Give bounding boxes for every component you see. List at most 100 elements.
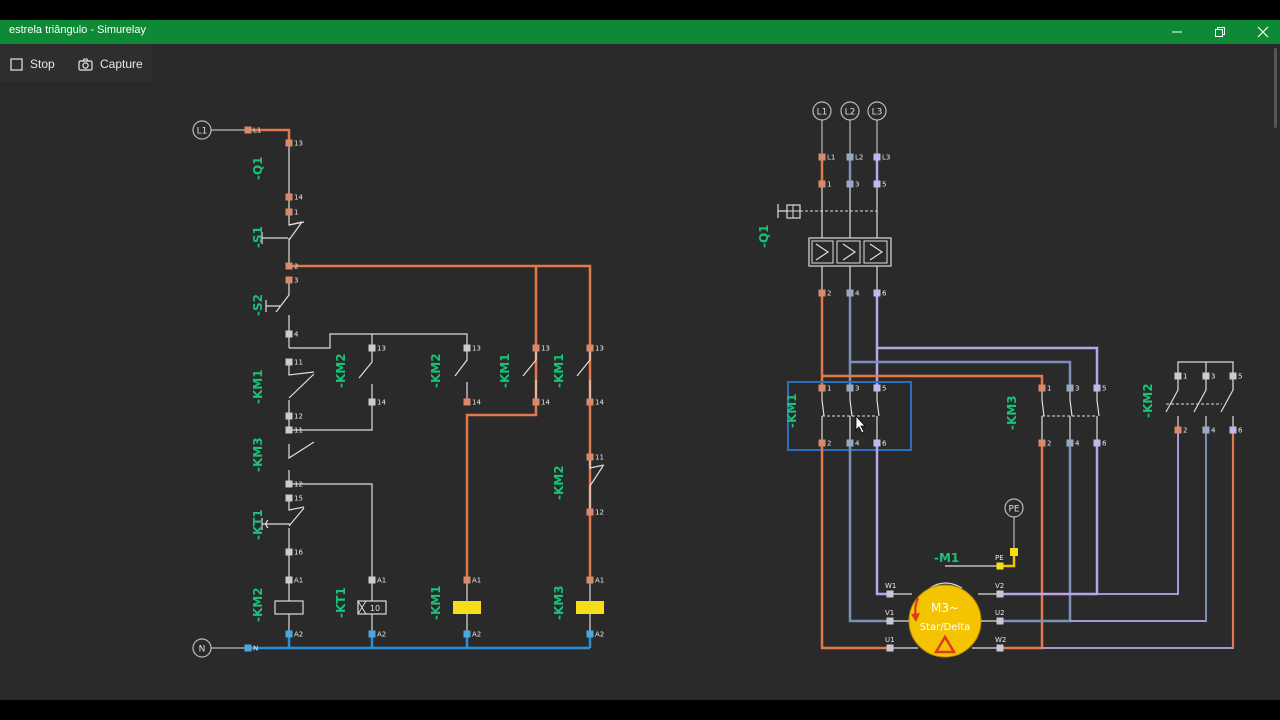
terminal-label: 14: [541, 399, 550, 407]
terminal-label: 12: [294, 481, 303, 489]
close-icon: [1257, 26, 1269, 38]
terminal-marker: [244, 644, 252, 652]
terminal-marker: [285, 412, 293, 420]
terminal-marker: [285, 330, 293, 338]
delta-icon: [933, 634, 957, 654]
terminal-label: L3: [882, 154, 890, 162]
terminal-label: 13: [294, 140, 303, 148]
close-button[interactable]: [1243, 20, 1280, 44]
terminal-marker: [873, 153, 881, 161]
terminal-marker: [846, 384, 854, 392]
terminal-label: 14: [377, 399, 386, 407]
terminal-label: 1: [827, 385, 831, 393]
km3-coil-energized: [576, 601, 604, 614]
mouse-cursor-icon: [855, 414, 866, 434]
terminal-label: 5: [1102, 385, 1106, 393]
tag-motor: -M1: [934, 551, 959, 565]
terminal-label: 5: [1238, 373, 1242, 381]
camera-icon: [78, 57, 93, 71]
terminal-label: 6: [882, 290, 887, 298]
terminal-marker: [285, 426, 293, 434]
phase-l3-label: L3: [872, 108, 883, 118]
s2-contact: [275, 280, 290, 334]
terminal-label: 1: [294, 209, 298, 217]
terminal-marker: [1229, 426, 1237, 434]
terminal-marker: [285, 193, 293, 201]
terminal-marker: [846, 180, 854, 188]
control-circuit: L1: [192, 120, 604, 658]
tag-km1-a: -KM1: [251, 369, 265, 404]
square-icon: [10, 57, 23, 71]
terminal-marker: [586, 576, 594, 584]
terminal-label: 1: [1183, 373, 1187, 381]
window-title: estrela triângulo - Simurelay: [9, 24, 146, 36]
terminal-label: 15: [294, 495, 303, 503]
terminal-label: 6: [882, 440, 887, 448]
s1-contact: [288, 212, 303, 266]
terminal-label: 2: [827, 440, 831, 448]
tag-power-km2: -KM2: [1141, 383, 1155, 418]
terminal-label: L1: [827, 154, 835, 162]
terminal-label: 11: [294, 427, 303, 435]
motor-terminal-label: U2: [995, 609, 1005, 617]
terminal-marker: [285, 276, 293, 284]
tag-power-q1: -Q1: [757, 224, 771, 248]
motor-line1: M3~: [931, 601, 959, 615]
terminal-label: 3: [1075, 385, 1079, 393]
motor-m1[interactable]: [908, 584, 982, 658]
terminal-label: 4: [855, 290, 860, 298]
terminal-marker: [846, 153, 854, 161]
terminal-marker: [285, 494, 293, 502]
motor-terminal: [996, 617, 1004, 625]
terminal-label: 3: [855, 385, 859, 393]
bottom-band: [0, 700, 1280, 720]
kt1-timer-value: 10: [370, 604, 380, 613]
terminal-marker: [1038, 384, 1046, 392]
terminal-label: 14: [595, 399, 604, 407]
terminal-marker: [1174, 426, 1182, 434]
terminal-label: 4: [1211, 427, 1216, 435]
phase-l2-label: L2: [845, 108, 856, 118]
stop-button[interactable]: Stop: [10, 54, 55, 74]
terminal-label: 12: [595, 509, 604, 517]
terminal-marker: [463, 398, 471, 406]
terminal-marker: [463, 344, 471, 352]
terminal-label: 4: [1075, 440, 1080, 448]
supply-n-label: N: [199, 645, 206, 655]
circuit-canvas[interactable]: L1: [0, 44, 1280, 700]
terminal-marker: [285, 139, 293, 147]
tag-km3-a: -KM3: [251, 437, 265, 472]
terminal-marker: [1202, 372, 1210, 380]
terminal-marker: [1174, 372, 1182, 380]
terminal-label: 16: [294, 549, 303, 557]
terminal-marker: [586, 508, 594, 516]
tag-power-km1: -KM1: [785, 393, 799, 428]
terminal-label: L1: [253, 127, 261, 135]
terminal-label: 13: [472, 345, 481, 353]
control-bus-energized: [289, 264, 592, 580]
capture-button[interactable]: Capture: [78, 54, 143, 74]
tag-s1: -S1: [251, 226, 265, 248]
restore-button[interactable]: [1200, 20, 1240, 44]
terminal-label: 12: [294, 413, 303, 421]
phase-l1-label: L1: [817, 108, 828, 118]
terminal-label: 14: [294, 194, 303, 202]
scrollbar[interactable]: [1274, 48, 1277, 128]
terminal-label: A1: [294, 577, 303, 585]
tag-km1-c: -KM1: [552, 353, 566, 388]
terminal-label: 13: [377, 345, 386, 353]
terminal-marker: [368, 576, 376, 584]
terminal-marker: [1066, 439, 1074, 447]
l1-energized-wire: [248, 128, 291, 143]
tag-s2: -S2: [251, 294, 265, 316]
terminal-marker: [244, 126, 252, 134]
tag-km2-d: -KM2: [552, 465, 566, 500]
minimize-button[interactable]: [1157, 20, 1197, 44]
terminal-marker: [285, 576, 293, 584]
terminal-label: 2: [1047, 440, 1051, 448]
tag-kt1-a: -KT1: [251, 509, 265, 540]
terminal-marker: [873, 439, 881, 447]
terminal-label: A2: [472, 631, 481, 639]
terminal-label: 4: [855, 440, 860, 448]
km2-coil: [274, 600, 304, 615]
